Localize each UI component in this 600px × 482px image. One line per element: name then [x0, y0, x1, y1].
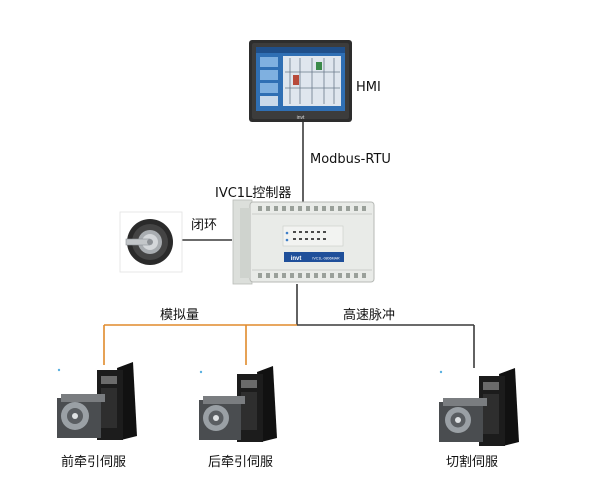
servo3-label: 切割伺服 — [446, 455, 499, 470]
analog-label: 模拟量 — [160, 308, 200, 323]
hmi-label: HMI — [356, 80, 381, 95]
closed-loop-label: 闭环 — [191, 218, 218, 233]
protocol-label: Modbus-RTU — [310, 152, 391, 167]
servo1-label: 前牵引伺服 — [61, 455, 127, 470]
plc-model-mark: IVC1L-0806MAR — [312, 257, 340, 261]
servo3-icon — [439, 368, 519, 446]
servo1-icon — [57, 362, 137, 440]
plc-label-plate — [284, 252, 344, 262]
plc-controller: invt IVC1L-0806MAR — [232, 199, 375, 285]
servo2-icon — [199, 366, 277, 442]
servo2-label: 后牵引伺服 — [208, 455, 274, 470]
encoder-icon — [119, 211, 183, 273]
plc-brand-mark: invt — [291, 256, 302, 262]
analog-lines — [103, 324, 297, 365]
hmi-device: invt — [249, 40, 352, 122]
controller-label: IVC1L控制器 — [215, 186, 292, 201]
connection-lines — [182, 122, 475, 368]
hmi-brand-mark: invt — [297, 115, 305, 121]
pulse-label: 高速脉冲 — [343, 308, 396, 323]
